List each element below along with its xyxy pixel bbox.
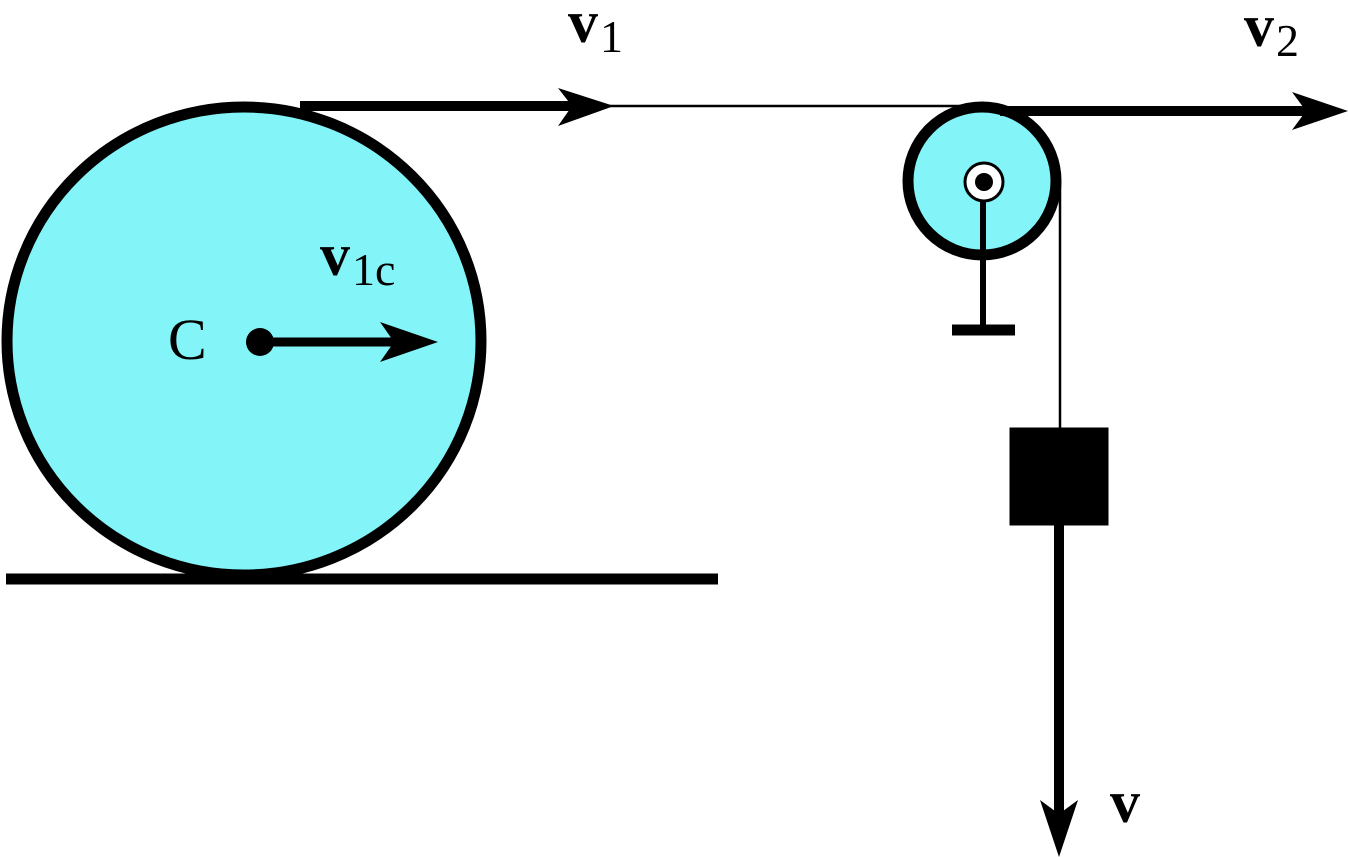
v1-arrow bbox=[300, 88, 614, 126]
v-arrow bbox=[1040, 524, 1078, 857]
pulley-axle bbox=[963, 161, 1005, 203]
v2-label: v2 bbox=[1244, 0, 1299, 66]
center-point bbox=[246, 328, 274, 356]
hanging-block bbox=[1009, 427, 1109, 526]
v-label: v bbox=[1110, 769, 1140, 835]
v2-arrow bbox=[1000, 92, 1348, 130]
v1c-label: v1c bbox=[320, 222, 395, 295]
rolling-wheel bbox=[1, 101, 487, 581]
pulley-support bbox=[952, 184, 1015, 336]
v1c-arrow bbox=[262, 322, 438, 362]
center-label: C bbox=[168, 307, 207, 372]
v1-label: v1 bbox=[568, 0, 623, 62]
